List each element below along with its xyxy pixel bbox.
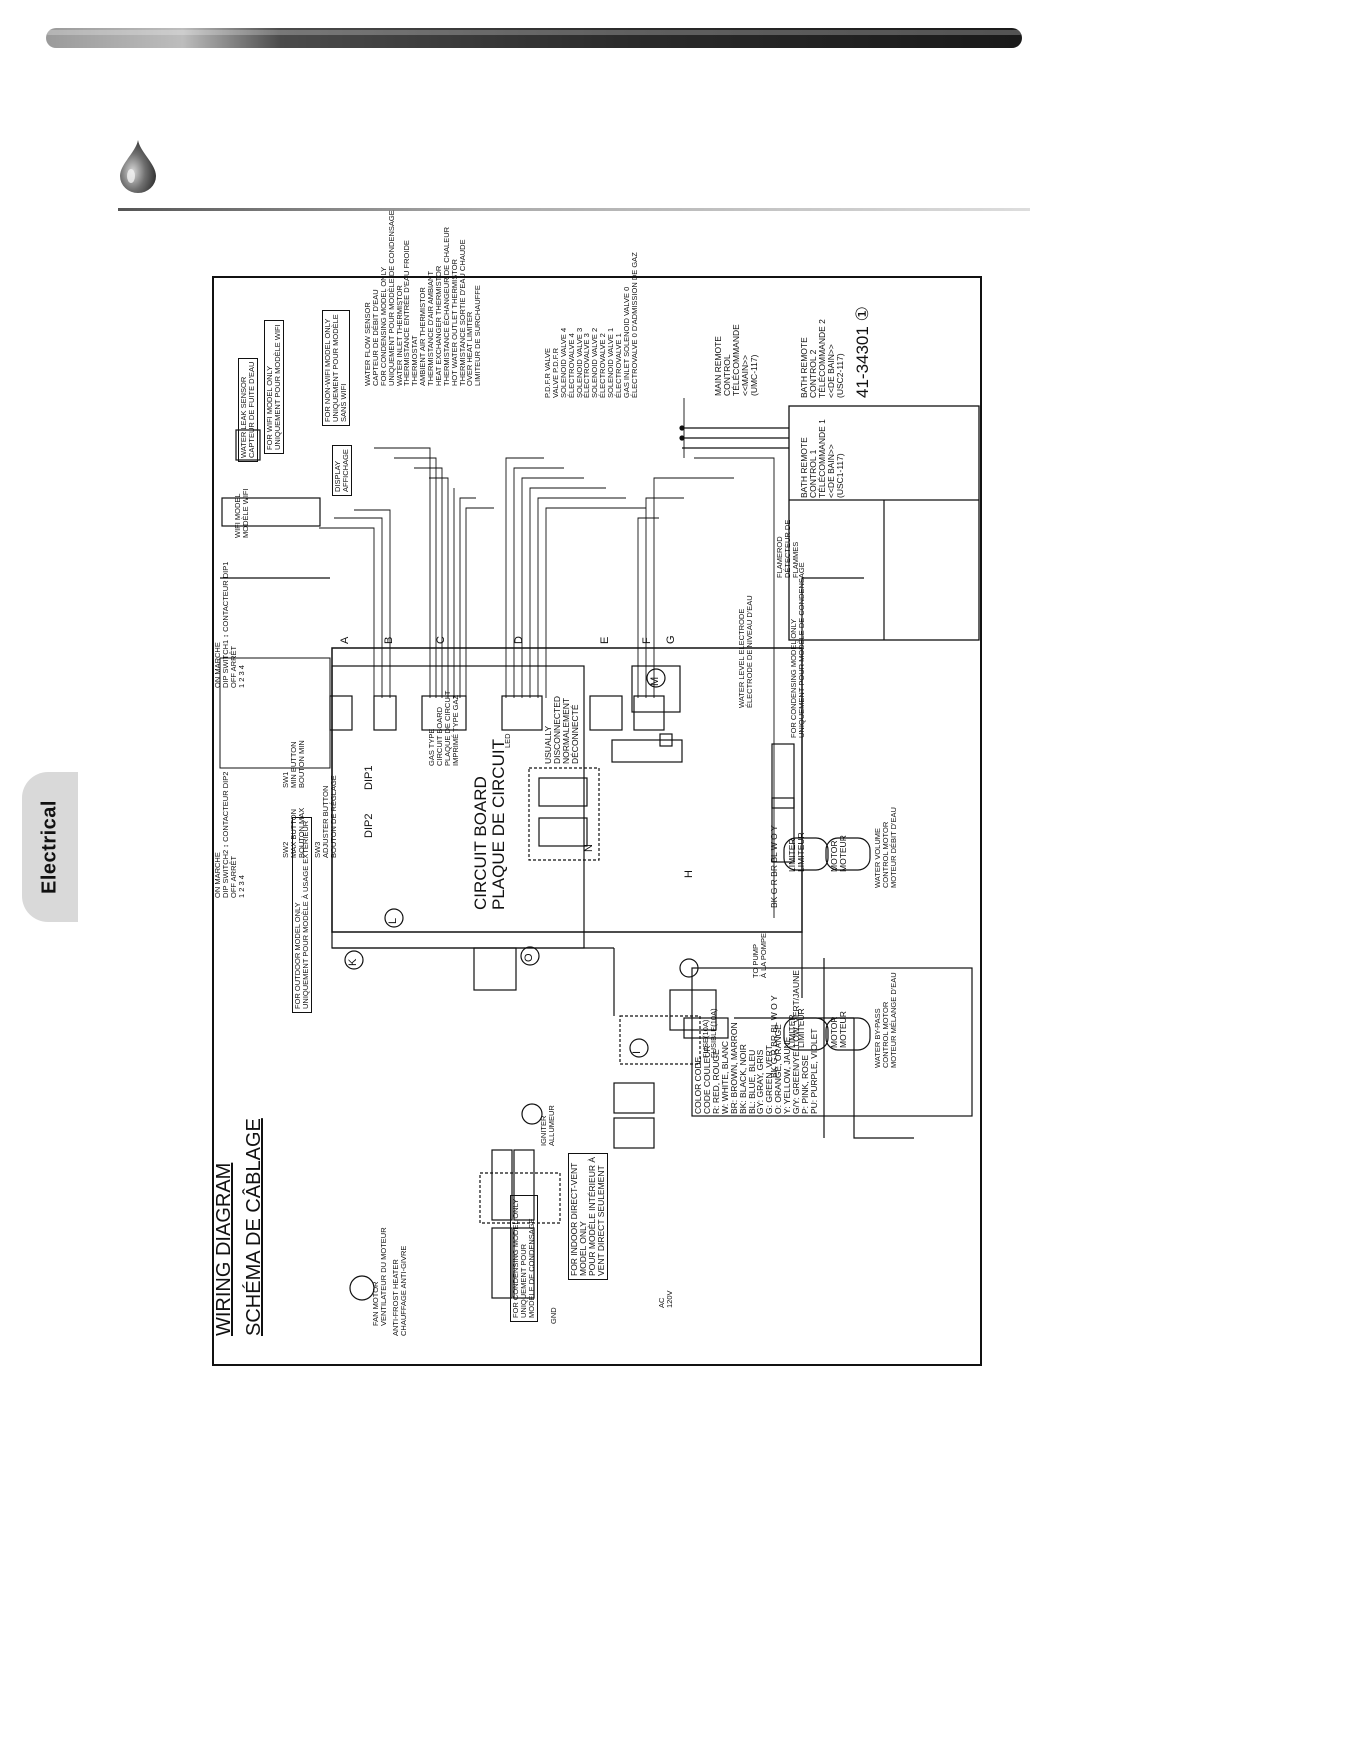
dip-switch2-label: ON MARCHE DIP SWITCH2 ↕ CONTACTEUR DIP2 …	[213, 771, 246, 898]
section-rule	[118, 208, 1030, 211]
side-tab[interactable]: Electrical	[22, 772, 78, 922]
bath-remote-1-label: BATH REMOTE CONTROL 1 TÉLÉCOMMANDE 1 <<D…	[799, 419, 845, 498]
sensor-labels: WATER FLOW SENSOR CAPTEUR DE DÉBIT D'EAU…	[363, 210, 483, 386]
led-label: LED	[503, 733, 512, 748]
side-tab-label: Electrical	[38, 800, 61, 894]
connector-n: N	[583, 844, 595, 852]
wiring-schematic	[219, 398, 980, 1301]
diagram-title-fr: SCHÉMA DE CÂBLAGE	[243, 1118, 265, 1336]
connector-h: H	[683, 870, 695, 878]
gnd-label: GND	[549, 1307, 558, 1324]
connector-a: A	[339, 636, 351, 644]
water-drop-icon	[120, 140, 156, 193]
dip1-box	[538, 777, 588, 807]
connector-l: L	[387, 917, 399, 924]
wifi-connector	[221, 497, 321, 527]
circuit-board-outline	[331, 647, 803, 933]
connector-i: I	[631, 1050, 643, 1054]
connector-e: E	[599, 636, 611, 644]
main-remote-label: MAIN REMOTE CONTROL TÉLÉCOMMANDE <<MAIN>…	[713, 324, 759, 396]
connector-b: B	[383, 636, 395, 644]
connector-c: C	[435, 636, 447, 644]
connector-k: K	[347, 958, 359, 966]
gas-type-connector	[611, 739, 683, 763]
connector-d: D	[513, 636, 525, 644]
wiring-diagram: WIRING DIAGRAM SCHÉMA DE CÂBLAGE FOR OUT…	[212, 210, 982, 1366]
connector-f: F	[641, 637, 653, 644]
dip1-box-label: DIP1	[363, 765, 375, 790]
bypass-motor-wires: BK G R BR BL W O Y	[769, 995, 779, 1078]
dip2-box-label: DIP2	[363, 813, 375, 838]
valve-labels: P.D.F.R VALVE VALVE P.D.F.R SOLENOID VAL…	[543, 252, 639, 398]
diagram-title-en: WIRING DIAGRAM	[213, 1162, 235, 1336]
dip-switch1-label: ON MARCHE DIP SWITCH1 ↕ CONTACTEUR DIP1 …	[213, 561, 246, 688]
bath-remote-2-label: BATH REMOTE CONTROL 2 TÉLÉCOMMANDE 2 <<D…	[799, 319, 845, 398]
part-number: 41-34301 ①	[853, 306, 872, 398]
connector-g: G	[665, 635, 677, 644]
connector-o: O	[523, 953, 535, 962]
dip2-box	[538, 817, 588, 847]
header-bar	[46, 28, 1022, 48]
connector-m: M	[649, 676, 661, 686]
volume-motor-wires: BK G R BR BL W O Y	[769, 825, 779, 908]
